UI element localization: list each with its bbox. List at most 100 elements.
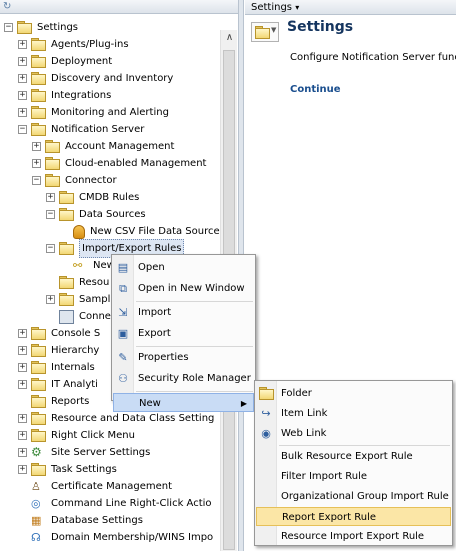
tree-node-right-click[interactable]: +Right Click Menu <box>18 427 135 444</box>
tree-node-label: Settings <box>37 22 79 33</box>
expand-icon[interactable]: + <box>18 107 27 117</box>
tree-node-internals[interactable]: +Internals <box>18 359 95 376</box>
menu-item-label: Folder <box>281 388 312 399</box>
tree-node-label: Cloud-enabled Management <box>65 158 207 169</box>
folder-icon <box>31 55 46 68</box>
tree-node-resource[interactable]: Resou <box>46 274 109 291</box>
refresh-icon[interactable]: ↻ <box>3 1 12 12</box>
tree-node-deployment[interactable]: +Deployment <box>18 53 112 70</box>
menu-item-label: New <box>139 398 161 409</box>
tree-node-conn-item[interactable]: Conne <box>46 308 111 325</box>
tree-node-it-analytics[interactable]: +IT Analyti <box>18 376 98 393</box>
tree-node-task-settings[interactable]: + Task Settings <box>18 461 117 478</box>
collapse-icon[interactable]: − <box>32 175 41 185</box>
tree-node-reports[interactable]: Reports <box>18 393 89 410</box>
tree-node-domain[interactable]: ☊Domain Membership/WINS Impo <box>18 529 213 546</box>
menu-item-label: Item Link <box>281 408 328 419</box>
expand-icon[interactable]: + <box>18 362 27 372</box>
breadcrumb[interactable]: Settings ▾ <box>245 0 456 15</box>
expand-icon[interactable]: + <box>18 90 27 100</box>
tree-node-notification-server[interactable]: − Notification Server <box>18 121 144 138</box>
tree-node-label: Integrations <box>51 90 112 101</box>
collapse-icon[interactable]: − <box>18 124 27 134</box>
tree-node-settings[interactable]: − Settings <box>4 19 78 36</box>
tree-node-certificate[interactable]: ♙Certificate Management <box>18 478 172 495</box>
menu-item-filter-import-rule[interactable]: Filter Import Rule <box>256 467 451 486</box>
tree-node-new-rule[interactable]: ⚯New <box>60 257 115 274</box>
expand-icon[interactable]: + <box>18 413 27 423</box>
expand-icon[interactable]: + <box>18 73 27 83</box>
menu-item-resource-import-export-rule[interactable]: Resource Import Export Rule <box>256 527 451 546</box>
tree-node-resource-data[interactable]: +Resource and Data Class Setting <box>18 410 214 427</box>
tree-node-integrations[interactable]: + Integrations <box>18 87 111 104</box>
menu-item-import[interactable]: ⇲Import <box>113 303 254 322</box>
menu-item-open-in-new-window[interactable]: ⧉Open in New Window <box>113 279 254 298</box>
expand-icon[interactable]: + <box>18 447 27 457</box>
expand-icon[interactable]: + <box>18 56 27 66</box>
expand-icon[interactable]: + <box>46 294 55 304</box>
expand-icon[interactable]: + <box>32 158 41 168</box>
tree-node-account-management[interactable]: + Account Management <box>32 138 174 155</box>
collapse-icon[interactable]: − <box>4 22 13 32</box>
menu-separator <box>279 445 450 446</box>
menu-item-export[interactable]: ▣Export <box>113 324 254 343</box>
tree-node-discovery[interactable]: +Discovery and Inventory <box>18 70 173 87</box>
tree-node-label: Account Management <box>65 141 175 152</box>
tree-node-command-line[interactable]: ◎Command Line Right-Click Actio <box>18 495 212 512</box>
page-icon-dropdown[interactable]: ▼ <box>251 22 279 42</box>
folder-icon <box>17 21 32 34</box>
menu-item-open[interactable]: ▤Open <box>113 258 254 277</box>
folder-icon <box>31 89 46 102</box>
menu-item-new[interactable]: New ▶ <box>113 393 254 412</box>
tree-node-cloud[interactable]: + Cloud-enabled Management <box>32 155 206 172</box>
properties-icon: ✎ <box>118 351 128 364</box>
submenu-arrow-icon: ▶ <box>240 399 247 408</box>
tree-node-label: Notification Server <box>51 124 145 135</box>
tree-node-label: Task Settings <box>51 464 117 475</box>
tree-node-csv[interactable]: New CSV File Data Source <box>60 223 220 240</box>
tree-node-console[interactable]: +Console S <box>18 325 100 342</box>
tree-node-label: New <box>93 260 115 271</box>
tree-node-label: Connector <box>65 175 117 186</box>
scroll-up-arrow-icon[interactable]: ∧ <box>225 32 234 43</box>
command-line-icon: ◎ <box>31 497 41 510</box>
tree-node-data-sources[interactable]: −Data Sources <box>46 206 146 223</box>
folder-icon <box>31 72 46 85</box>
menu-item-label: Bulk Resource Export Rule <box>281 451 413 462</box>
expand-icon[interactable]: + <box>18 345 27 355</box>
tree-node-import-export[interactable]: −Import/Export Rules <box>46 239 185 258</box>
menu-item-web-link[interactable]: ◉Web Link <box>256 424 451 443</box>
tree-node-agents[interactable]: +Agents/Plug-ins <box>18 36 129 53</box>
menu-item-folder[interactable]: Folder <box>256 384 451 403</box>
menu-item-report-export-rule[interactable]: Report Export Rule <box>256 507 451 526</box>
tree-node-connector[interactable]: − Connector <box>32 172 117 189</box>
menu-item-bulk-resource-export-rule[interactable]: Bulk Resource Export Rule <box>256 447 451 466</box>
breadcrumb-label[interactable]: Settings <box>251 2 293 13</box>
menu-item-item-link[interactable]: ↪Item Link <box>256 404 451 423</box>
tree-node-monitoring[interactable]: +Monitoring and Alerting <box>18 104 169 121</box>
menu-separator <box>136 346 253 347</box>
menu-item-organizational-group-import-rule[interactable]: Organizational Group Import Rule <box>256 487 451 506</box>
export-icon: ▣ <box>117 327 129 340</box>
expand-icon[interactable]: + <box>18 430 27 440</box>
breadcrumb-dropdown-icon[interactable]: ▾ <box>295 3 300 12</box>
menu-item-properties[interactable]: ✎Properties <box>113 348 254 367</box>
expand-icon[interactable]: + <box>18 328 27 338</box>
folder-icon <box>31 412 46 425</box>
tree-node-sample[interactable]: +Sampl <box>46 291 110 308</box>
tree-node-database[interactable]: ▦Database Settings <box>18 512 143 529</box>
continue-link[interactable]: Continue <box>290 84 341 95</box>
tree-node-site-server[interactable]: +⚙Site Server Settings <box>18 444 150 461</box>
collapse-icon[interactable]: − <box>46 209 55 219</box>
expand-icon[interactable]: + <box>18 39 27 49</box>
expand-icon[interactable]: + <box>18 379 27 389</box>
expand-icon[interactable]: + <box>32 141 41 151</box>
tree-node-hierarchy[interactable]: +Hierarchy <box>18 342 99 359</box>
data-source-icon <box>73 224 85 239</box>
folder-icon <box>31 38 46 51</box>
tree-node-cmdb[interactable]: +CMDB Rules <box>46 189 139 206</box>
expand-icon[interactable]: + <box>46 192 55 202</box>
menu-item-security-role-manager[interactable]: ⚇Security Role Manager <box>113 369 254 388</box>
collapse-icon[interactable]: − <box>46 243 55 253</box>
expand-icon[interactable]: + <box>18 464 27 474</box>
